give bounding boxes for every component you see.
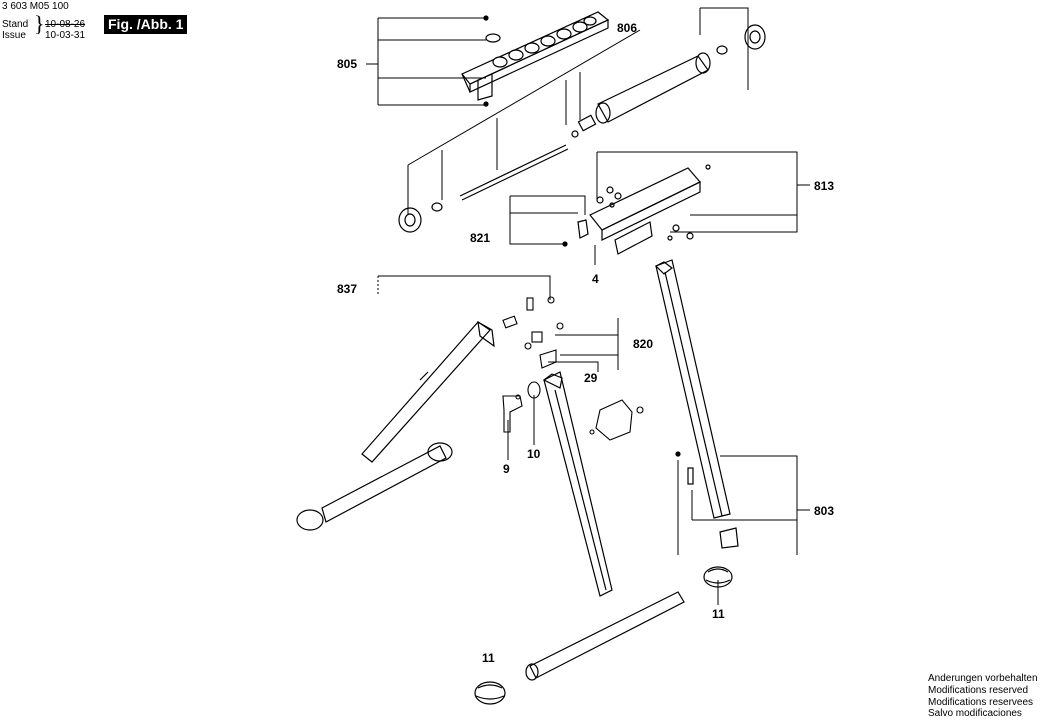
feet-11 bbox=[474, 566, 733, 705]
note-english: Modifications reserved bbox=[928, 684, 1029, 696]
label-813: 813 bbox=[814, 179, 835, 193]
label-820: 820 bbox=[633, 337, 654, 351]
label-806: 806 bbox=[617, 21, 638, 35]
center-leg bbox=[525, 371, 685, 681]
small-parts bbox=[502, 296, 644, 441]
label-11-right: 11 bbox=[712, 607, 725, 621]
right-leg-803 bbox=[654, 259, 739, 549]
top-rail-805 bbox=[461, 11, 610, 107]
label-4: 4 bbox=[592, 272, 599, 286]
note-spanish: Salvo modificaciones bbox=[928, 708, 1022, 720]
stand-label: Stand bbox=[2, 19, 29, 30]
label-29: 29 bbox=[584, 371, 598, 385]
note-french: Modifications reservees bbox=[928, 696, 1034, 708]
left-support-arm bbox=[296, 320, 495, 531]
new-date: 10-03-31 bbox=[45, 30, 86, 41]
label-10: 10 bbox=[527, 447, 541, 461]
figure-label: Fig. /Abb. 1 bbox=[104, 15, 188, 34]
old-date: 10-08-26 bbox=[45, 19, 86, 30]
issue-label: Issue bbox=[2, 30, 26, 41]
brace-symbol: } bbox=[34, 11, 45, 36]
roller-tube-806 bbox=[398, 24, 766, 233]
note-german: Anderungen vorbehalten bbox=[928, 673, 1038, 684]
center-bracket-813 bbox=[562, 164, 711, 255]
label-9: 9 bbox=[503, 462, 510, 476]
label-803: 803 bbox=[814, 504, 835, 518]
leader-lines bbox=[366, 7, 810, 605]
doc-number: 3 603 M05 100 bbox=[2, 1, 69, 12]
label-805: 805 bbox=[337, 57, 358, 71]
label-11-left: 11 bbox=[482, 651, 495, 665]
modification-notes: Anderungen vorbehalten Modifications res… bbox=[928, 673, 1038, 720]
label-837: 837 bbox=[337, 282, 358, 296]
label-821: 821 bbox=[470, 231, 491, 245]
